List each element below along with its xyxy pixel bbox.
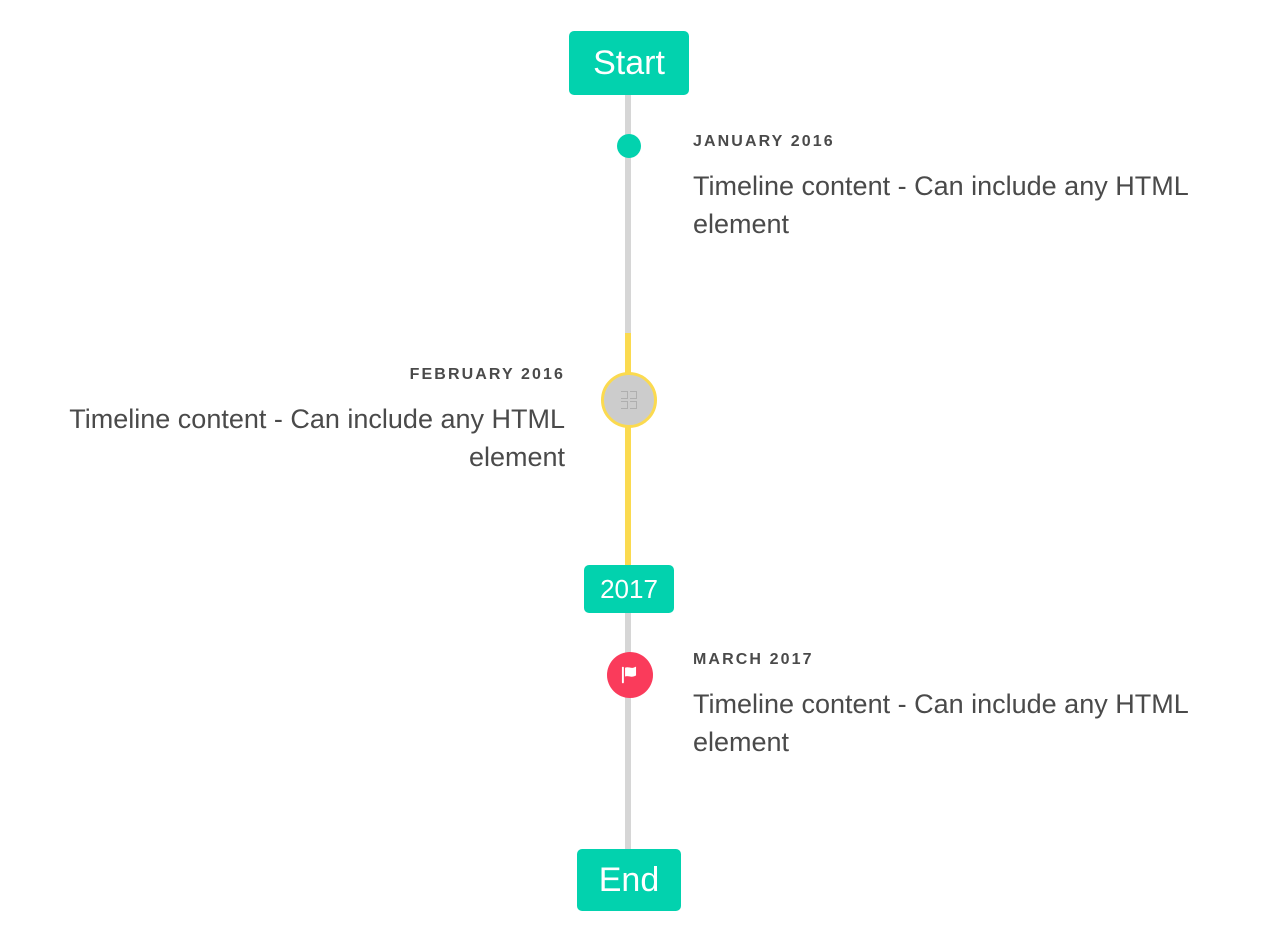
- timeline-event-label: JANUARY 2016: [693, 133, 835, 150]
- timeline-event-body: Timeline content - Can include any HTML …: [693, 688, 1188, 757]
- timeline-event-march-2017: MARCH 2017 Timeline content - Can includ…: [693, 651, 1223, 761]
- timeline-axis-segment-top: [625, 95, 631, 333]
- timeline-end-badge-label: End: [598, 860, 660, 899]
- timeline-end-badge[interactable]: End: [577, 849, 681, 911]
- flag-icon: [621, 666, 637, 684]
- timeline-marker-january-2016[interactable]: [617, 134, 641, 158]
- timeline-marker-march-2017[interactable]: [607, 652, 653, 698]
- timeline-start-badge-label: Start: [593, 43, 665, 82]
- timeline-event-january-2016: JANUARY 2016 Timeline content - Can incl…: [693, 133, 1223, 243]
- timeline-axis-segment-highlight: [625, 333, 631, 565]
- timeline-marker-february-2016[interactable]: [601, 372, 657, 428]
- missing-glyph-icon: [621, 391, 637, 409]
- timeline-divider-badge-2017[interactable]: 2017: [584, 565, 674, 613]
- timeline-event-february-2016: FEBRUARY 2016 Timeline content - Can inc…: [40, 366, 565, 476]
- timeline-start-badge[interactable]: Start: [569, 31, 689, 95]
- timeline-divider-badge-label: 2017: [600, 573, 658, 604]
- timeline-axis-segment-bottom: [625, 613, 631, 853]
- timeline-event-label: MARCH 2017: [693, 651, 814, 668]
- timeline-event-body: Timeline content - Can include any HTML …: [69, 403, 565, 472]
- timeline-event-body: Timeline content - Can include any HTML …: [693, 170, 1188, 239]
- timeline-event-label: FEBRUARY 2016: [409, 366, 565, 383]
